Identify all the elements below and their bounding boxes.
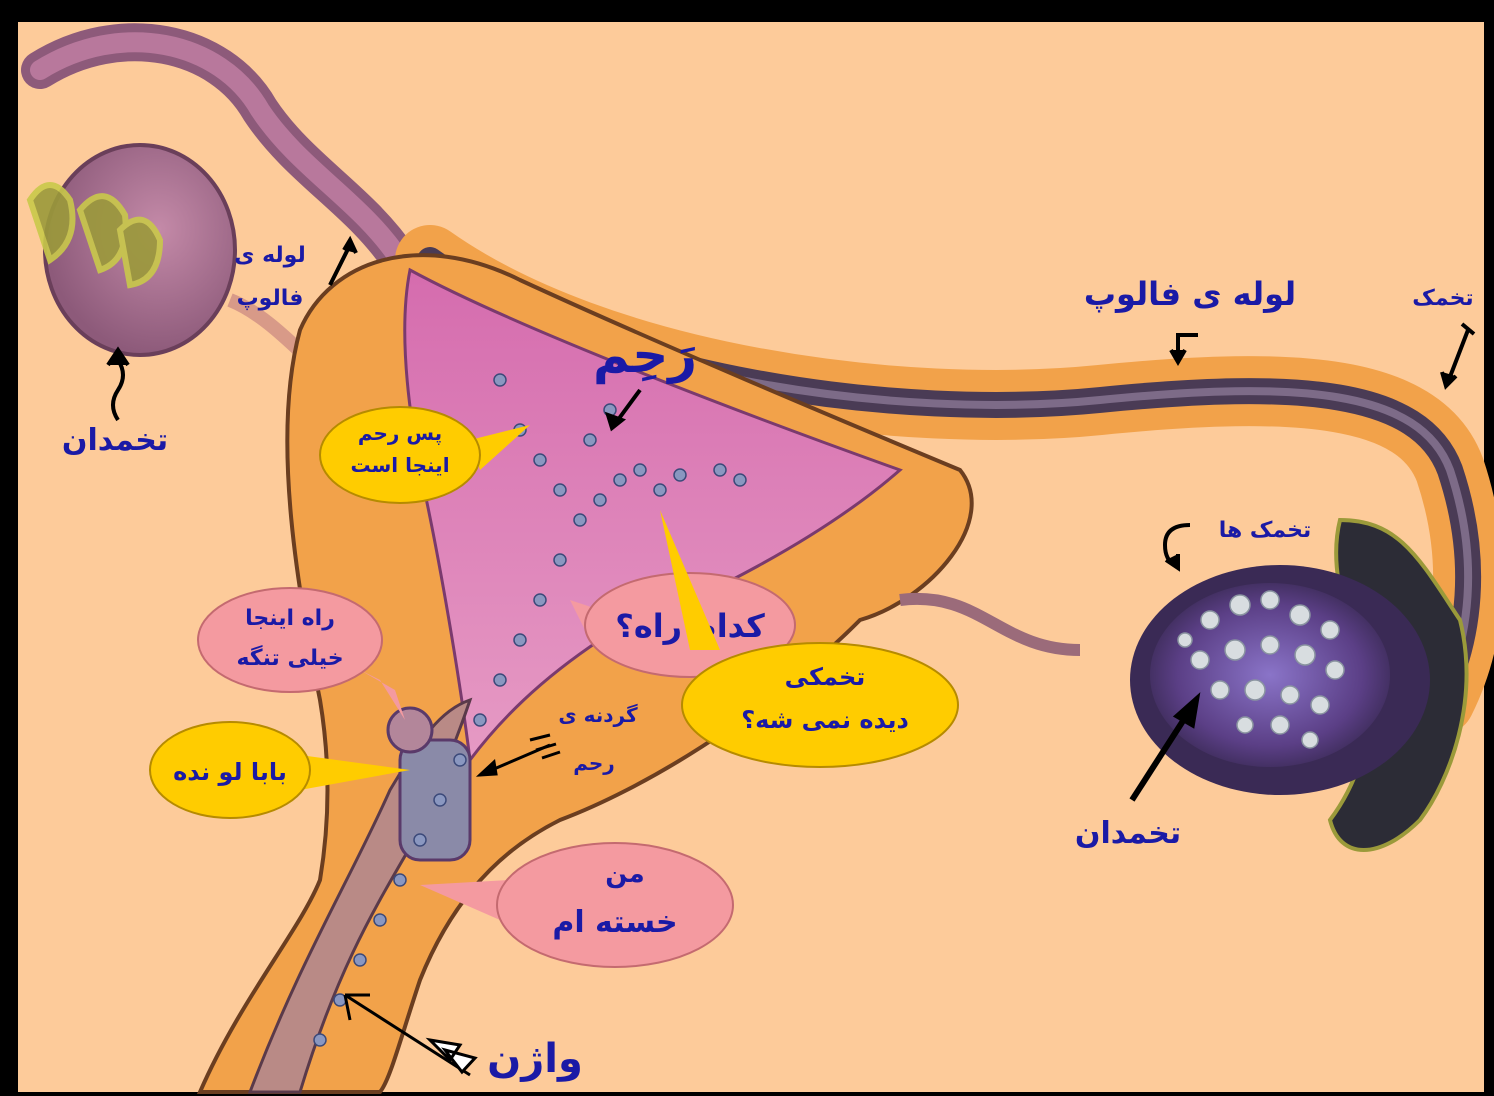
label-fallopian-left-line2: فالوپ [237, 286, 304, 311]
bubble-egg-seen-line2: دیده نمی شه؟ [741, 706, 909, 734]
label-ovary-left: تخمدان [62, 423, 168, 458]
bubble-tired-line1: من [605, 859, 645, 889]
bubble-narrow-line2: خیلی تنگه [236, 644, 343, 671]
bubble-uterus-here-line2: اینجا است [350, 453, 449, 477]
bubble-uterus-here-line1: پس رحم [358, 421, 442, 446]
label-eggs: تخمک ها [1219, 518, 1312, 543]
bubble-tired-line2: خسته ام [552, 905, 677, 940]
label-egg-top-right: تخمک [1412, 286, 1473, 311]
label-uterus: رَحِم [593, 326, 697, 384]
label-cervix-line1: گردنه ی [558, 703, 638, 727]
label-cervix-line2: رحم [573, 751, 615, 775]
label-fallopian-right: لوله ی فالوپ [1084, 275, 1296, 313]
bubble-narrow-line1: راه اینجا [245, 606, 335, 631]
bubble-dont-tell-dad-text: بابا لو نده [173, 758, 287, 786]
label-ovary-right: تخمدان [1075, 816, 1181, 851]
label-vagina: واژن [487, 1036, 583, 1082]
bubble-egg-seen-line1: تخمکی [785, 663, 866, 691]
label-fallopian-left-line1: لوله ی [234, 243, 305, 268]
